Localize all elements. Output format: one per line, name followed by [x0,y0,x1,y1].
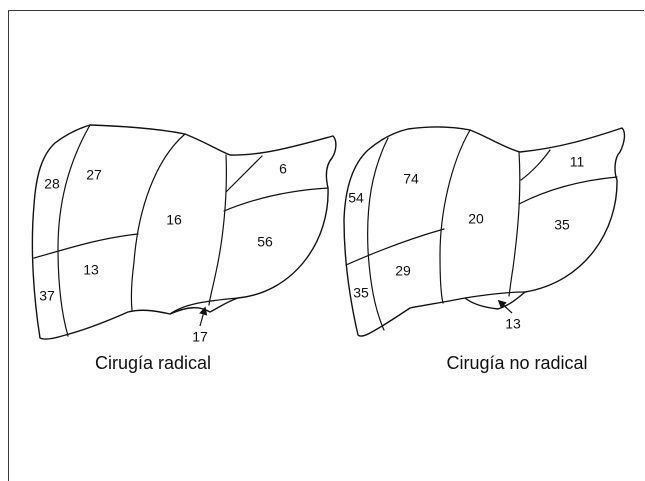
pointer-label: 13 [505,316,521,332]
segment-label: 56 [257,234,273,250]
segment-label: 35 [554,217,570,233]
liver-diagram-radical: 28 27 16 6 37 13 56 17 Cirugía radical [31,124,337,373]
segment-label: 54 [348,190,364,206]
segment-line [508,151,521,297]
segment-line [130,133,186,311]
diagram-caption: Cirugía no radical [446,353,587,373]
segment-line [223,187,329,212]
segment-label: 20 [468,211,484,227]
pointer-arrow-icon [497,299,513,314]
segment-label: 28 [44,176,60,192]
segment-line [225,155,263,193]
segment-label: 29 [395,263,411,279]
segment-label: 11 [570,154,585,170]
segment-line [520,149,551,181]
segment-line [367,137,389,331]
segment-line [345,228,445,266]
pointer-label: 17 [192,329,208,345]
diagram-caption: Cirugía radical [95,353,211,373]
figure-frame [8,10,644,481]
segment-line [33,233,139,259]
segment-line [439,129,471,304]
segment-label: 27 [86,167,102,183]
segment-line [57,124,91,337]
segment-label: 6 [279,161,287,177]
liver-diagram-non-radical: 54 74 20 11 35 29 35 13 Cirugía no radic… [343,126,626,373]
liver-outline [343,126,626,337]
segment-line [208,154,227,306]
liver-outline [31,124,337,340]
segment-label: 74 [403,171,419,187]
segment-label: 16 [166,212,182,228]
segment-line [169,297,239,315]
segment-label: 13 [83,262,99,278]
pointer-arrow-icon [199,306,208,327]
segment-label: 35 [353,285,369,301]
segment-line [464,291,526,299]
segment-line [518,176,618,205]
segment-label: 37 [39,288,55,304]
